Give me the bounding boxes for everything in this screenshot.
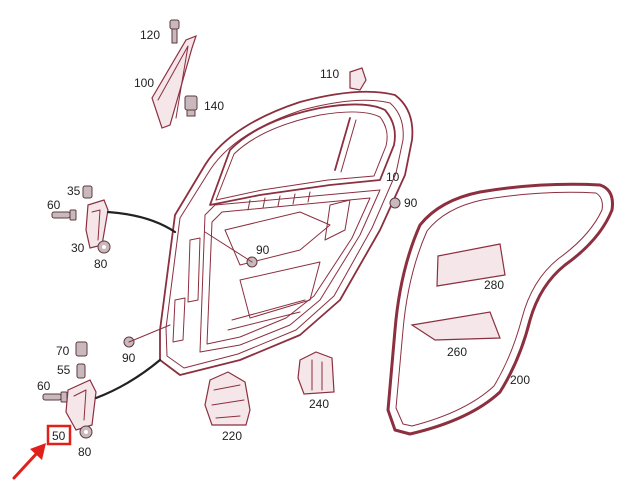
clip-icon (184, 95, 198, 117)
plug-icon (75, 341, 88, 357)
label-280: 280 (484, 278, 504, 292)
bolt-icon (169, 19, 180, 44)
nut-icon-lower (79, 425, 93, 439)
label-55: 55 (57, 363, 71, 377)
screw-icon-lower (42, 391, 68, 403)
label-240: 240 (309, 397, 329, 411)
label-80-upper: 80 (94, 257, 108, 271)
lock-mechanism (204, 371, 251, 426)
highlight-box (46, 424, 72, 446)
rear-door-frame (159, 90, 414, 376)
label-80-lower: 80 (78, 445, 92, 459)
label-90-center: 90 (256, 243, 270, 257)
red-arrow-icon (12, 443, 46, 480)
label-60-lower: 60 (37, 379, 51, 393)
upper-hinge-cable (106, 210, 177, 234)
label-10: 10 (386, 170, 400, 184)
door-seal (386, 182, 614, 436)
label-90-left: 90 (122, 351, 136, 365)
stud-icon-lower (76, 363, 86, 379)
label-50: 50 (52, 429, 66, 443)
label-140: 140 (204, 99, 224, 113)
label-35: 35 (67, 184, 81, 198)
nut-icon (97, 240, 111, 254)
grommet-icon (123, 197, 401, 348)
label-100: 100 (134, 76, 154, 90)
window-guide-rail (151, 34, 197, 129)
label-260: 260 (447, 345, 467, 359)
stud-icon (82, 185, 93, 199)
leader-line (128, 324, 171, 343)
label-90-right: 90 (404, 196, 418, 210)
label-200: 200 (510, 373, 530, 387)
seal-sheet-upper (436, 243, 506, 287)
label-120: 120 (140, 28, 160, 42)
lock-cover (297, 351, 335, 395)
label-60-upper: 60 (47, 198, 61, 212)
screw-icon (51, 209, 77, 221)
leader-line (204, 231, 253, 263)
label-70: 70 (56, 344, 70, 358)
lower-hinge (65, 379, 97, 431)
lower-hinge-cable (94, 358, 162, 400)
label-220: 220 (222, 429, 242, 443)
bracket-icon (349, 67, 367, 91)
label-110: 110 (320, 67, 339, 81)
label-30: 30 (71, 241, 85, 255)
part-labels: 120 100 140 110 35 60 30 80 10 90 90 90 … (37, 28, 530, 459)
seal-sheet-lower (410, 311, 501, 341)
highlighted-part-callout: 50 (12, 424, 72, 480)
